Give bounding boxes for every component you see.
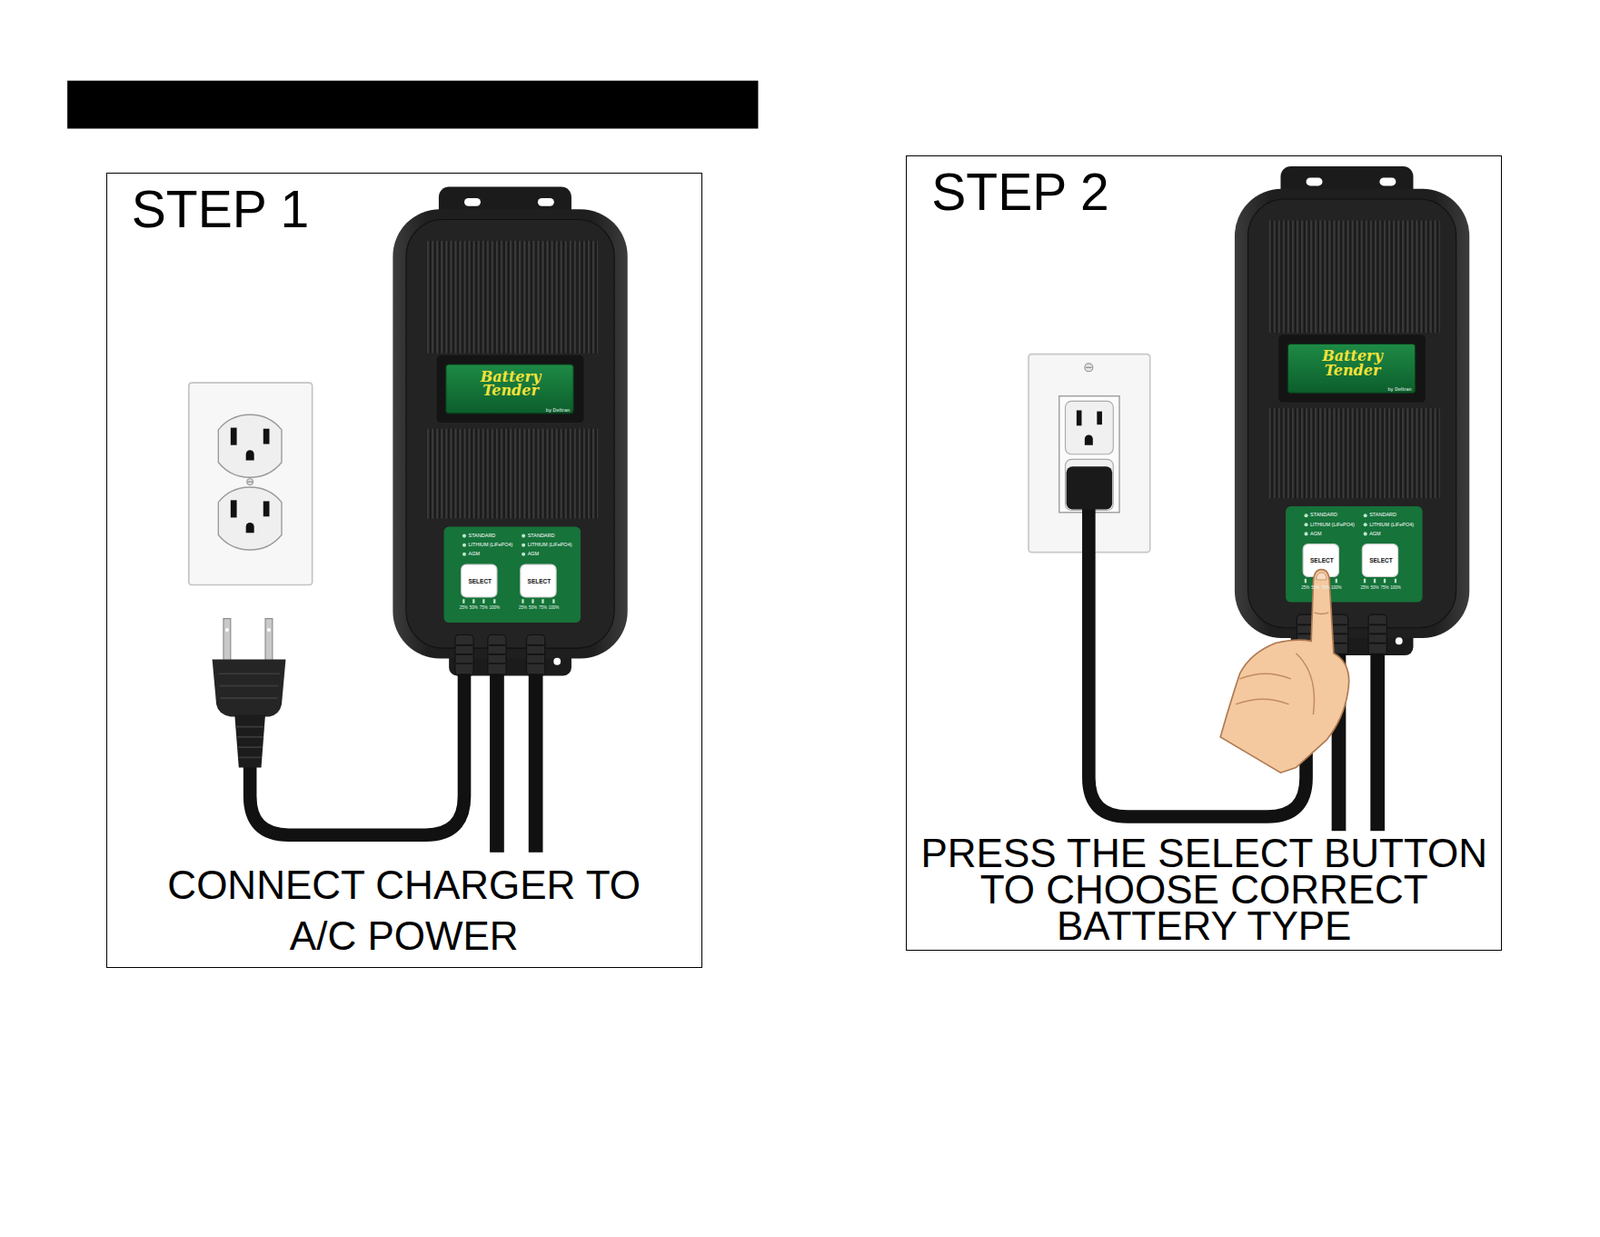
receptacle-face: [1065, 458, 1114, 510]
socket-slot: [230, 427, 238, 446]
strain-relief: [234, 714, 266, 767]
receptacle-face: [1065, 400, 1114, 454]
socket-slot: [263, 428, 270, 445]
charge-level-label: 25%: [1360, 586, 1369, 591]
charge-level-label: 50%: [1311, 586, 1320, 591]
select-button: SELECT: [1362, 545, 1399, 578]
charge-level-label: 50%: [528, 606, 537, 611]
ground-hole: [246, 449, 255, 460]
output-cable: [489, 673, 505, 853]
brand-logo: Battery Tender by Deltran: [447, 365, 575, 415]
step-heading: STEP 1: [131, 183, 309, 236]
wall-outlet: [188, 382, 313, 585]
mode-label: LITHIUM (LiFePO4): [467, 542, 513, 548]
illustration-part: [67, 80, 1470, 853]
step-instruction: CONNECT CHARGER TO A/C POWER: [149, 859, 659, 962]
outlet-plate: [188, 382, 313, 585]
socket-slot: [230, 499, 238, 517]
charge-level-label: 100%: [548, 606, 560, 611]
output-cable: [528, 673, 544, 853]
charge-level-label: 50%: [1370, 586, 1379, 591]
hand-creases: [1235, 612, 1329, 715]
select-button: SELECT: [521, 565, 557, 598]
mode-label: AGM: [1369, 531, 1382, 537]
charge-level-label: 100%: [489, 606, 501, 611]
mode-label: LITHIUM (LiFePO4): [1369, 522, 1414, 528]
output-cable: [1370, 653, 1385, 831]
screw-slot: [247, 481, 253, 483]
charge-level-label: 75%: [479, 606, 488, 611]
socket-slot: [1076, 409, 1083, 426]
brand-maker: by Deltran: [546, 407, 570, 413]
mode-label: AGM: [467, 551, 480, 557]
pointing-hand: [1220, 569, 1350, 773]
receptacle-face: [218, 414, 282, 478]
plate-screw: [1084, 363, 1094, 372]
button-label: SELECT: [527, 578, 552, 586]
prong-hole: [225, 627, 229, 632]
mode-label: LITHIUM (LiFePO4): [527, 542, 573, 548]
mode-label: AGM: [1310, 531, 1322, 537]
receptacle-face: [218, 486, 282, 550]
plug-head: [1066, 466, 1114, 509]
button-label: SELECT: [467, 578, 492, 586]
brand-name: Battery Tender: [1312, 348, 1393, 377]
mode-label: STANDARD: [467, 533, 496, 539]
brand-maker: by Deltran: [1387, 386, 1412, 392]
strain-relief-ribs: [235, 726, 264, 758]
plug-prong: [223, 618, 231, 662]
mode-label: AGM: [527, 551, 540, 557]
screw-slot: [1085, 367, 1093, 368]
plate-screw: [247, 478, 254, 486]
socket-slot: [1096, 411, 1103, 426]
step-instruction: PRESS THE SELECT BUTTON TO CHOOSE CORREC…: [913, 834, 1495, 945]
charge-level-label: 25%: [459, 606, 468, 611]
mode-label: STANDARD: [1369, 512, 1397, 518]
receptacle: [1059, 396, 1120, 513]
header-bar: [67, 80, 758, 130]
prong-hole: [267, 627, 271, 632]
hand-shape: [1220, 569, 1350, 773]
power-plug: [212, 618, 287, 768]
button-label: SELECT: [1369, 557, 1393, 565]
step-heading: STEP 2: [931, 166, 1109, 219]
charge-level-label: 100%: [1331, 586, 1342, 591]
charge-level-label: 50%: [469, 606, 478, 611]
charge-level-label: 75%: [1380, 586, 1389, 591]
mode-label: STANDARD: [1310, 512, 1338, 518]
battery-charger: [1234, 166, 1470, 656]
ground-hole: [1084, 434, 1094, 445]
charge-level-label: 75%: [1321, 586, 1330, 591]
charge-level-label: 25%: [518, 606, 527, 611]
plug-prong: [265, 618, 273, 662]
select-button: SELECT: [462, 565, 498, 598]
step-panel: STEP 2 PRESS THE SELECT BUTTON TO CHOOSE …: [905, 155, 1502, 951]
brand-name: Battery Tender: [470, 369, 551, 398]
ground-hole: [246, 522, 255, 533]
step-panel: STEP 1 CONNECT CHARGER TO A/C POWER Batter…: [106, 172, 703, 968]
charge-level-label: 25%: [1301, 586, 1310, 591]
button-label: SELECT: [1310, 557, 1334, 565]
fingernail: [1316, 572, 1327, 580]
battery-charger: [392, 187, 627, 676]
socket-slot: [263, 500, 270, 517]
charge-level-label: 100%: [1390, 586, 1402, 591]
mode-label: STANDARD: [527, 533, 556, 539]
brand-logo: Battery Tender by Deltran: [1288, 344, 1416, 394]
plug-grip: [218, 673, 279, 698]
mode-label: LITHIUM (LiFePO4): [1310, 522, 1355, 528]
plug-body: [212, 659, 287, 717]
select-button: SELECT: [1303, 545, 1340, 578]
charge-level-label: 75%: [538, 606, 547, 611]
